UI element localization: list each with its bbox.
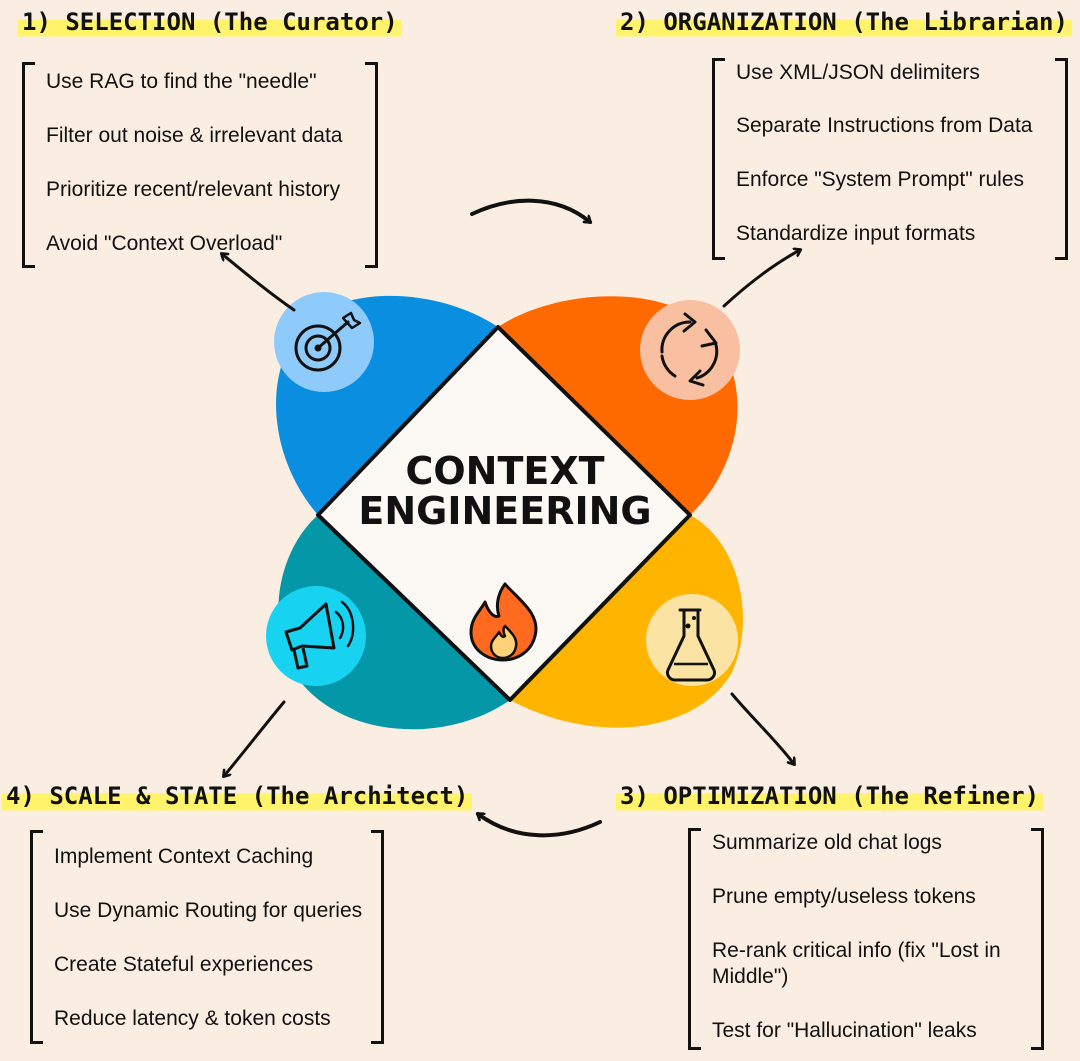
arrow-to-selection: [222, 254, 296, 312]
optimization-heading: 3) OPTIMIZATION (The Refiner): [616, 779, 1044, 813]
megaphone-icon: [266, 586, 366, 686]
scale-list: Implement Context Caching Use Dynamic Ro…: [54, 830, 366, 1044]
list-item: Avoid "Context Overload": [46, 232, 283, 255]
scale-heading: 4) SCALE & STATE (The Architect): [2, 779, 473, 813]
selection-heading: 1) SELECTION (The Curator): [18, 5, 402, 39]
list-item: Reduce latency & token costs: [54, 1007, 331, 1030]
list-item: Separate Instructions from Data: [736, 114, 1033, 137]
list-item: Prune empty/useless tokens: [712, 885, 976, 908]
arrow-to-organization: [722, 250, 800, 308]
organization-list: Use XML/JSON delimiters Separate Instruc…: [736, 58, 1050, 260]
organization-list-box: Use XML/JSON delimiters Separate Instruc…: [712, 58, 1068, 260]
list-item: Test for "Hallucination" leaks: [712, 1019, 977, 1042]
list-item: Prioritize recent/relevant history: [46, 178, 341, 201]
flame-icon: [469, 582, 538, 662]
target-icon: [274, 292, 374, 392]
optimization-list: Summarize old chat logs Prune empty/usel…: [712, 828, 1026, 1050]
list-item: Implement Context Caching: [54, 845, 314, 868]
center-title-line2: ENGINEERING: [358, 489, 651, 533]
scale-list-box: Implement Context Caching Use Dynamic Ro…: [30, 830, 384, 1044]
list-item: Re-rank critical info (fix "Lost in Midd…: [712, 939, 1001, 988]
list-item: Use Dynamic Routing for queries: [54, 899, 363, 922]
arrow-selection-to-organization: [470, 198, 590, 224]
optimization-list-box: Summarize old chat logs Prune empty/usel…: [688, 828, 1044, 1050]
selection-list-box: Use RAG to find the "needle" Filter out …: [22, 62, 378, 268]
arrow-optimization-to-scale: [478, 812, 602, 838]
arrow-to-optimization: [730, 692, 794, 764]
arrow-to-scale: [224, 700, 286, 776]
recycle-icon: [640, 300, 740, 400]
list-item: Enforce "System Prompt" rules: [736, 168, 1025, 191]
flask-icon: [646, 594, 738, 686]
organization-heading: 2) ORGANIZATION (The Librarian): [616, 5, 1072, 39]
list-item: Filter out noise & irrelevant data: [46, 124, 343, 147]
list-item: Use XML/JSON delimiters: [736, 61, 980, 84]
center-title-line1: CONTEXT: [405, 449, 604, 493]
selection-list: Use RAG to find the "needle" Filter out …: [46, 62, 360, 268]
list-item: Standardize input formats: [736, 222, 976, 245]
list-item: Use RAG to find the "needle": [46, 70, 317, 93]
center-diamond: [316, 325, 692, 702]
list-item: Summarize old chat logs: [712, 831, 942, 854]
list-item: Create Stateful experiences: [54, 953, 314, 976]
